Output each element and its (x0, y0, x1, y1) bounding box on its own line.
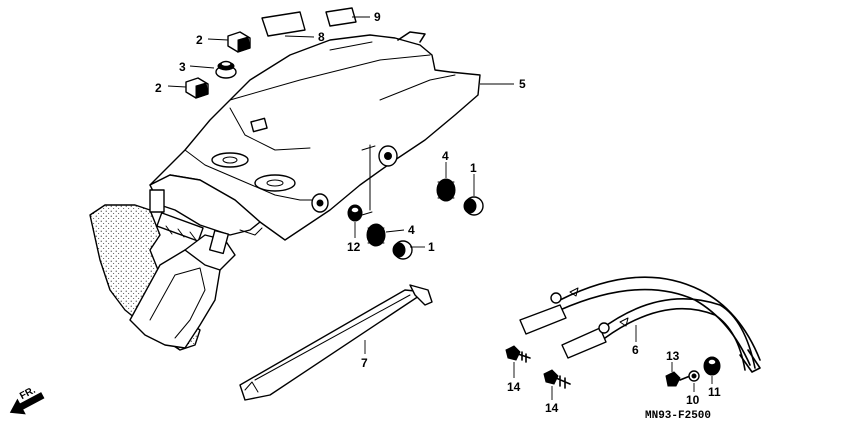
label-decal-part-8 (261, 11, 306, 37)
clip-part-lower (185, 77, 209, 99)
nut-part-12 (347, 204, 363, 222)
bolt-part-13 (665, 371, 691, 387)
bolt-part-14-right (543, 369, 571, 389)
callout-13: 13 (666, 349, 680, 363)
callout-5: 5 (519, 77, 526, 91)
callout-7: 7 (361, 356, 368, 370)
callout-1-upper: 1 (470, 161, 477, 175)
callout-2-upper: 2 (196, 33, 203, 47)
callout-3: 3 (179, 60, 186, 74)
leader-lines (167, 16, 713, 400)
seal-strip-part (239, 284, 433, 401)
callout-6: 6 (632, 343, 639, 357)
callout-1-lower: 1 (428, 240, 435, 254)
rear-fender-part (149, 31, 481, 241)
callout-8: 8 (318, 30, 325, 44)
collar-lower (392, 240, 413, 260)
diagram-code: MN93-F2500 (645, 410, 711, 422)
callout-11: 11 (708, 385, 721, 399)
callout-2-lower: 2 (155, 81, 162, 95)
callout-14-left: 14 (507, 380, 521, 394)
callout-numbers: 2 2 3 8 9 5 4 1 4 1 12 7 6 13 10 11 14 1… (155, 10, 721, 415)
callout-4-upper: 4 (442, 149, 449, 163)
grab-rail-part (519, 276, 761, 373)
clip-part-upper (227, 31, 251, 53)
washer-part-10 (688, 370, 700, 382)
callout-14-right: 14 (545, 401, 559, 415)
inner-fender-part (89, 174, 263, 351)
rubber-bushing-upper (436, 178, 456, 202)
callout-4-lower: 4 (408, 223, 415, 237)
callout-12: 12 (347, 240, 361, 254)
rubber-bushing-lower (366, 223, 386, 247)
callout-10: 10 (686, 393, 700, 407)
collar-upper (463, 196, 484, 216)
bolt-part-14-left (505, 345, 531, 363)
label-decal-part-9 (325, 7, 357, 27)
front-direction-arrow-icon: FR. (9, 385, 45, 415)
rubber-cap-part-11 (703, 356, 721, 376)
grommet-part (215, 60, 237, 79)
callout-9: 9 (374, 10, 381, 24)
